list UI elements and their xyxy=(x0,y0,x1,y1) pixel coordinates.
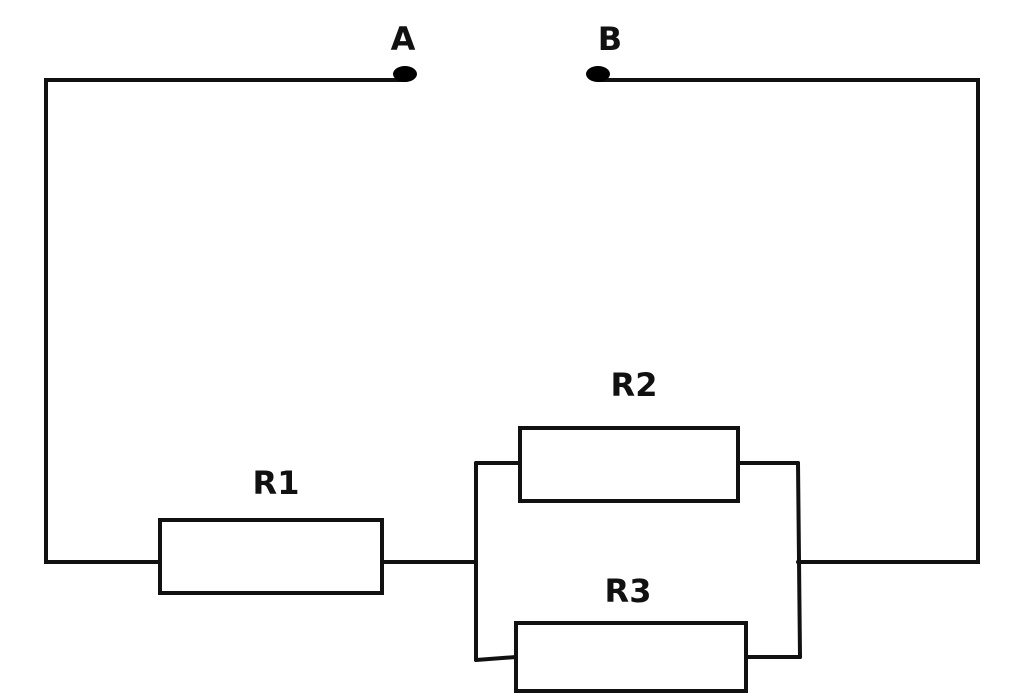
resistor-r1 xyxy=(158,518,384,595)
terminal-b-label: B xyxy=(598,20,622,58)
resistor-r2 xyxy=(518,426,740,503)
resistor-r1-label: R1 xyxy=(253,464,300,502)
resistor-r3-label: R3 xyxy=(605,572,652,610)
resistor-r2-label: R2 xyxy=(611,366,658,404)
terminal-a-label: A xyxy=(391,20,416,58)
wire-r3-left-lead xyxy=(474,655,518,662)
wire-left-loop xyxy=(44,78,408,564)
terminal-a-dot xyxy=(393,66,417,82)
terminal-b-dot xyxy=(586,66,610,82)
resistor-r3 xyxy=(514,621,748,693)
wire-right-loop xyxy=(596,78,980,564)
